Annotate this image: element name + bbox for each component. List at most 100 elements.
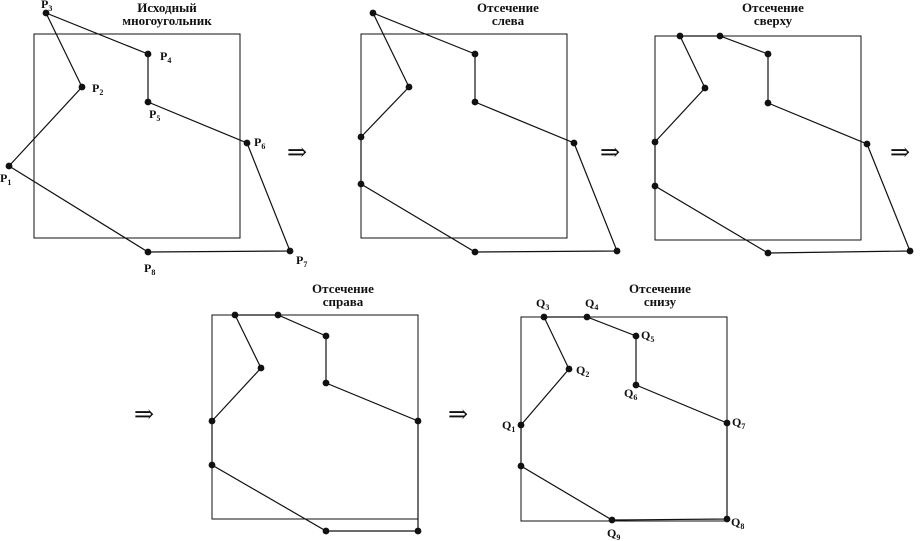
polygon-outline xyxy=(520,316,728,521)
vertex-points xyxy=(651,32,914,257)
vertex-point xyxy=(583,313,591,321)
vertex-point xyxy=(723,419,731,427)
vertex-label-q1: Q1 xyxy=(502,418,515,434)
vertex-label-q8: Q8 xyxy=(731,515,744,531)
vertex-point xyxy=(863,140,871,148)
vertex-point xyxy=(471,50,479,58)
vertex-point xyxy=(565,365,573,373)
clip-window xyxy=(211,314,419,520)
vertex-label-q3: Q3 xyxy=(536,296,549,312)
vertex-point xyxy=(540,313,548,321)
panel-title-line-1: Отсечение xyxy=(742,0,804,15)
panel-clip-left: Отсечение слева xyxy=(357,0,621,256)
clip-window xyxy=(520,316,728,522)
vertex-point xyxy=(517,421,525,429)
vertex-point xyxy=(471,248,479,256)
panel-title-line-1: Отсечение xyxy=(477,0,539,15)
clip-window xyxy=(654,35,862,241)
vertex-label-q2: Q2 xyxy=(576,363,589,379)
vertex-label-p7: P7 xyxy=(296,253,307,269)
vertex-label-p5: P5 xyxy=(149,107,160,123)
vertex-label-q7: Q7 xyxy=(732,415,745,431)
vertex-point xyxy=(723,515,731,523)
vertex-point xyxy=(42,9,50,17)
vertex-point xyxy=(613,247,621,255)
vertex-point xyxy=(286,247,294,255)
vertex-points xyxy=(517,313,731,524)
vertex-label-p6: P6 xyxy=(254,135,265,151)
vertex-point xyxy=(322,379,330,387)
panel-title-line-2: справа xyxy=(323,294,364,309)
vertex-point xyxy=(257,364,265,372)
vertex-point xyxy=(369,9,377,17)
vertex-point xyxy=(471,98,479,106)
arrow-3: ⇒ xyxy=(890,140,910,166)
vertex-point xyxy=(208,417,216,425)
vertex-points xyxy=(208,311,422,535)
vertex-label-p8: P8 xyxy=(144,261,155,277)
vertex-point xyxy=(632,381,640,389)
vertex-point xyxy=(632,332,640,340)
panel-title-line-2: сверху xyxy=(754,13,793,28)
vertex-point xyxy=(357,133,365,141)
panel-title-line-2: многоугольник xyxy=(122,13,212,28)
polygon-outline xyxy=(654,35,911,254)
vertex-label-p3: P3 xyxy=(41,0,52,13)
panel-original: Исходный многоугольник P1 P2 P3 P4 P5 P6… xyxy=(0,0,307,277)
clip-window xyxy=(360,33,568,239)
vertex-points xyxy=(5,9,294,256)
vertex-point xyxy=(144,98,152,106)
vertex-point xyxy=(208,461,216,469)
vertex-point xyxy=(651,182,659,190)
vertex-point xyxy=(414,417,422,425)
vertex-point xyxy=(231,311,239,319)
vertex-point xyxy=(243,139,251,147)
vertex-label-q9: Q9 xyxy=(607,526,620,541)
polygon-outline xyxy=(8,11,291,253)
panel-title-line-2: слева xyxy=(492,13,525,28)
vertex-point xyxy=(322,527,330,535)
vertex-point xyxy=(322,332,330,340)
clip-window xyxy=(33,33,241,239)
vertex-point xyxy=(274,311,282,319)
vertex-label-p1: P1 xyxy=(0,171,11,187)
vertex-label-p2: P2 xyxy=(92,81,103,97)
panel-title-line-2: снизу xyxy=(644,294,677,309)
vertex-point xyxy=(701,84,709,92)
vertex-label-q6: Q6 xyxy=(624,386,637,402)
vertex-point xyxy=(716,32,724,40)
panel-clip-top: Отсечение сверху xyxy=(651,0,914,257)
vertex-point xyxy=(357,180,365,188)
arrow-2: ⇒ xyxy=(600,140,620,166)
vertex-point xyxy=(651,138,659,146)
vertex-point xyxy=(764,249,772,257)
vertex-point xyxy=(764,50,772,58)
panel-title-line-1: Отсечение xyxy=(312,281,374,296)
vertex-point xyxy=(405,83,413,91)
panel-clip-bottom: Отсечение снизу Q1 Q2 Q3 Q4 Q5 Q6 Q7 Q8 … xyxy=(502,281,745,541)
vertex-label-p4: P4 xyxy=(160,49,171,65)
vertex-point xyxy=(5,162,13,170)
vertex-point xyxy=(608,516,616,524)
vertex-point xyxy=(78,83,86,91)
vertex-point xyxy=(764,99,772,107)
panel-title-line-1: Отсечение xyxy=(629,281,691,296)
vertex-point xyxy=(144,248,152,256)
vertex-point xyxy=(414,527,422,535)
polygon-outline xyxy=(211,314,419,532)
vertex-point xyxy=(570,139,578,147)
vertex-label-q4: Q4 xyxy=(585,296,598,312)
vertex-point xyxy=(676,32,684,40)
panel-clip-right: Отсечение справа xyxy=(208,281,422,535)
panel-title-line-1: Исходный xyxy=(137,0,197,15)
vertex-label-q5: Q5 xyxy=(641,328,654,344)
arrow-4: ⇒ xyxy=(134,402,154,428)
vertex-points xyxy=(357,9,621,256)
vertex-point xyxy=(906,247,914,255)
arrow-5: ⇒ xyxy=(448,402,468,428)
arrow-1: ⇒ xyxy=(287,140,307,166)
polygon-outline xyxy=(360,11,618,253)
vertex-point xyxy=(517,462,525,470)
vertex-point xyxy=(144,50,152,58)
